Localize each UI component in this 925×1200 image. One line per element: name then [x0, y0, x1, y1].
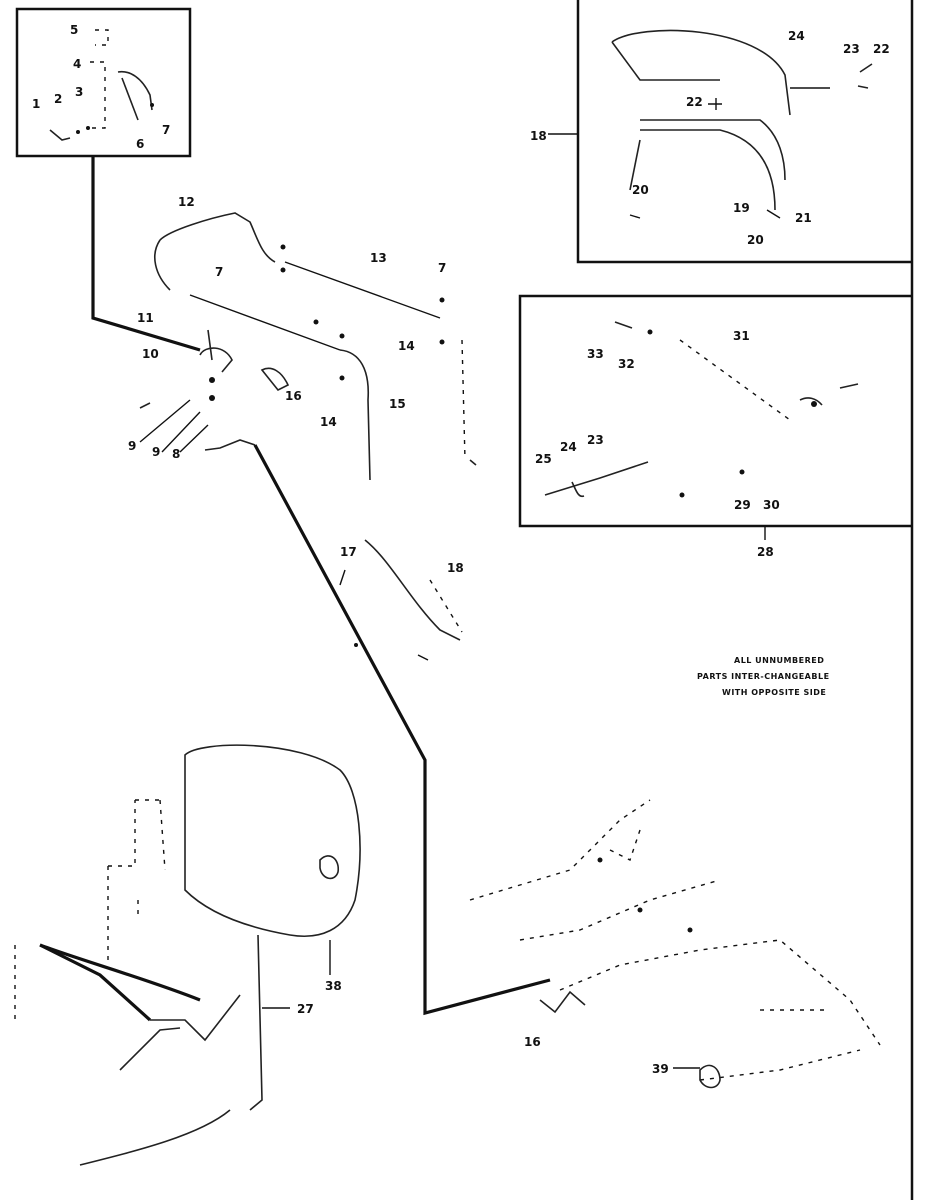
label-17: 17 — [340, 545, 357, 559]
label-16-frame: 16 — [524, 1035, 541, 1049]
label-22-top: 22 — [873, 42, 890, 56]
label-19: 19 — [733, 201, 750, 215]
fender-housing-assembly — [14, 744, 361, 1166]
label-11: 11 — [137, 311, 154, 325]
note-line-3: WITH OPPOSITE SIDE — [722, 688, 826, 697]
label-12: 12 — [178, 195, 195, 209]
label-29: 29 — [734, 498, 751, 512]
detail-parts-upper-right — [611, 29, 873, 219]
label-39: 39 — [652, 1062, 669, 1076]
label-24: 24 — [788, 29, 805, 43]
label-9-a: 9 — [128, 439, 136, 453]
label-27: 27 — [297, 1002, 314, 1016]
label-38: 38 — [325, 979, 342, 993]
note-line-1: ALL UNNUMBERED — [734, 656, 824, 665]
label-8: 8 — [172, 447, 180, 461]
label-5: 5 — [70, 23, 78, 37]
detail-box-right-upper — [576, 0, 912, 264]
label-20-bottom: 20 — [747, 233, 764, 247]
label-33: 33 — [587, 347, 604, 361]
label-13: 13 — [370, 251, 387, 265]
label-23: 23 — [843, 42, 860, 56]
label-24-lower: 24 — [560, 440, 577, 454]
label-3: 3 — [75, 85, 83, 99]
label-14-b: 14 — [320, 415, 337, 429]
label-16: 16 — [285, 389, 302, 403]
label-7-c: 7 — [438, 261, 446, 275]
label-31: 31 — [733, 329, 750, 343]
label-23-lower: 23 — [587, 433, 604, 447]
label-22-mid: 22 — [686, 95, 703, 109]
label-21: 21 — [795, 211, 812, 225]
label-18-arm: 18 — [447, 561, 464, 575]
mirror-bracket-assembly — [139, 212, 477, 481]
label-25: 25 — [535, 452, 552, 466]
arm-17-assembly — [204, 439, 551, 1016]
detail-parts-1-7 — [49, 29, 154, 141]
label-4: 4 — [73, 57, 81, 71]
label-10: 10 — [142, 347, 159, 361]
label-15: 15 — [389, 397, 406, 411]
label-32-lower: 32 — [618, 357, 635, 371]
label-28-lower: 28 — [757, 545, 774, 559]
label-30: 30 — [763, 498, 780, 512]
label-14-a: 14 — [398, 339, 415, 353]
detail-parts-lower-right — [544, 321, 859, 498]
label-18-upper: 18 — [530, 129, 547, 143]
label-9-b: 9 — [152, 445, 160, 459]
detail-leader-line — [91, 157, 201, 352]
label-6: 6 — [136, 137, 144, 151]
label-2: 2 — [54, 92, 62, 106]
label-1: 1 — [32, 97, 40, 111]
detail-box-right-lower — [518, 294, 912, 528]
note-line-2: PARTS INTER-CHANGEABLE — [697, 672, 830, 681]
label-7: 7 — [162, 123, 170, 137]
label-7-b: 7 — [215, 265, 223, 279]
detail-box-top-left — [15, 7, 192, 158]
frame-assembly — [469, 799, 881, 1089]
label-20: 20 — [632, 183, 649, 197]
